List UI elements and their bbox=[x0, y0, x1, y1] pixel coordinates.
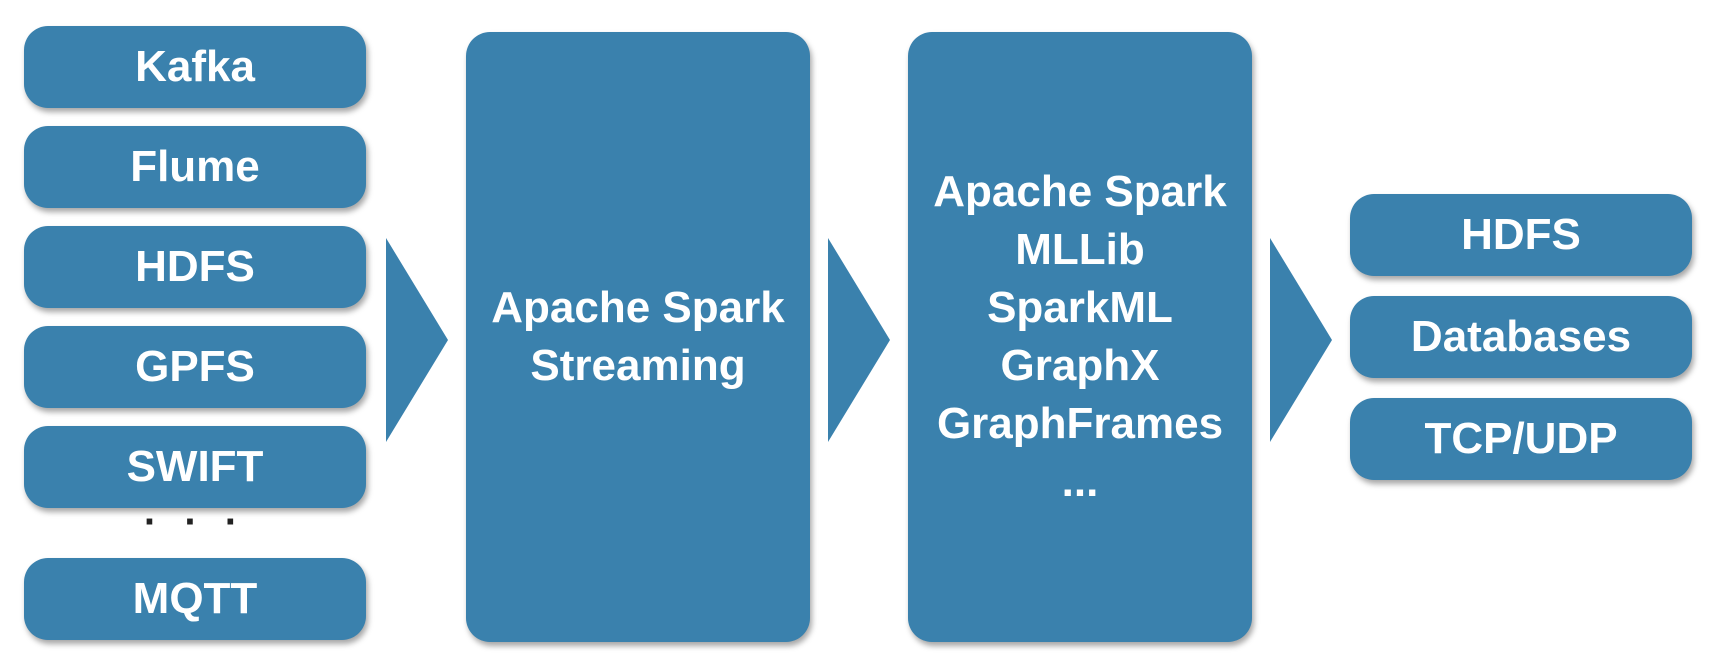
source-label: GPFS bbox=[135, 342, 255, 391]
spark-streaming-box: Apache Spark Streaming bbox=[466, 32, 810, 642]
source-hdfs: HDFS bbox=[24, 226, 366, 308]
source-mqtt: MQTT bbox=[24, 558, 366, 640]
flow-arrow-2 bbox=[828, 238, 890, 442]
sink-hdfs: HDFS bbox=[1350, 194, 1692, 276]
sink-tcp-udp: TCP/UDP bbox=[1350, 398, 1692, 480]
source-gpfs: GPFS bbox=[24, 326, 366, 408]
spark-libraries-box: Apache Spark MLLib SparkML GraphX GraphF… bbox=[908, 32, 1252, 642]
source-label: HDFS bbox=[135, 242, 255, 291]
sink-label: TCP/UDP bbox=[1424, 414, 1618, 463]
source-label: Flume bbox=[130, 142, 260, 191]
sources-ellipsis: · · · bbox=[143, 500, 247, 544]
library-line: SparkML bbox=[987, 283, 1173, 332]
sink-databases: Databases bbox=[1350, 296, 1692, 378]
library-ellipsis: ... bbox=[1061, 457, 1099, 506]
streaming-line-2: Streaming bbox=[530, 341, 746, 390]
source-label: MQTT bbox=[132, 574, 258, 623]
source-kafka: Kafka bbox=[24, 26, 366, 108]
streaming-line-1: Apache Spark bbox=[491, 283, 785, 332]
source-swift: SWIFT bbox=[24, 426, 366, 508]
library-line: Apache Spark bbox=[933, 167, 1227, 216]
library-line: MLLib bbox=[1015, 225, 1145, 274]
source-label: Kafka bbox=[135, 42, 255, 91]
source-label: SWIFT bbox=[126, 442, 264, 491]
source-flume: Flume bbox=[24, 126, 366, 208]
library-line: GraphFrames bbox=[936, 399, 1224, 448]
sink-label: HDFS bbox=[1461, 210, 1581, 259]
library-line: GraphX bbox=[1000, 341, 1160, 390]
sink-label: Databases bbox=[1410, 312, 1632, 361]
flow-arrow-3 bbox=[1270, 238, 1332, 442]
flow-arrow-1 bbox=[386, 238, 448, 442]
